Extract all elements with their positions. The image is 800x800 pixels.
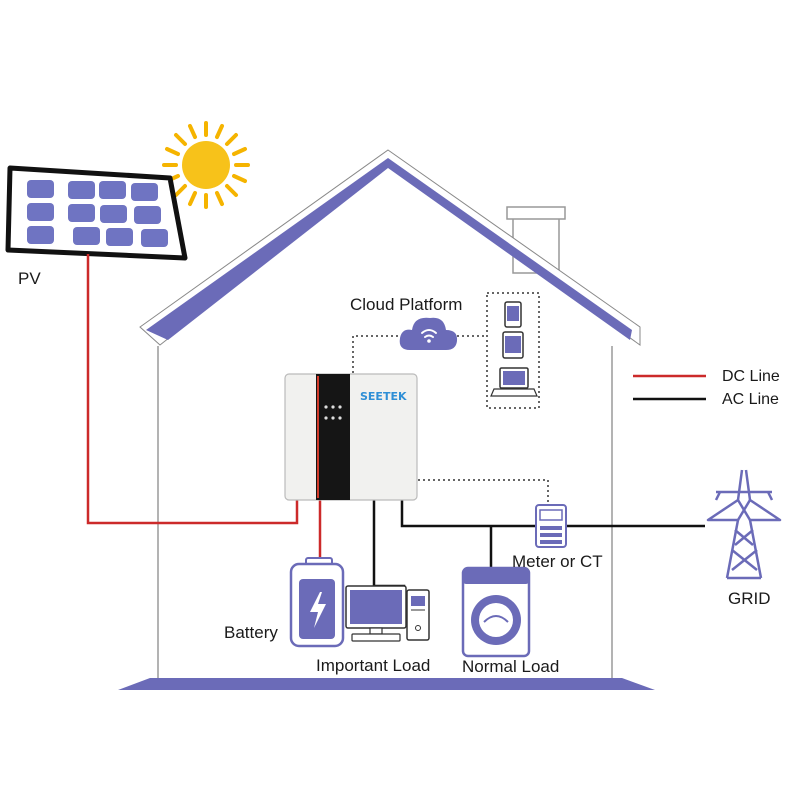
dc-line-label: DC Line (722, 368, 780, 385)
washing-machine-icon (461, 566, 531, 658)
battery-icon (289, 557, 345, 648)
phone-icon (504, 301, 522, 328)
dc-lines (86, 254, 322, 560)
sun-icon (162, 121, 250, 209)
laptop-icon (490, 367, 538, 397)
legend: DC Line AC Line (633, 368, 780, 408)
cloud-wifi-icon (399, 317, 458, 350)
computer-icon (345, 585, 430, 642)
chimney (506, 206, 566, 274)
pv-label: PV (18, 269, 41, 288)
brand-logo: SEETEK (360, 390, 407, 403)
comm-lines (352, 292, 549, 505)
tablet-icon (502, 331, 524, 359)
house-walls (157, 346, 613, 678)
battery-label: Battery (224, 623, 278, 642)
grid-label: GRID (728, 589, 771, 608)
meter-label: Meter or CT (512, 552, 603, 571)
normal-load-label: Normal Load (462, 657, 559, 676)
cloud-platform-label: Cloud Platform (350, 295, 462, 314)
important-load-label: Important Load (316, 656, 430, 675)
inverter-icon (284, 373, 418, 501)
solar-panel-icon (5, 165, 188, 261)
meter-icon (535, 504, 567, 548)
roof (139, 149, 641, 346)
floor (118, 678, 655, 690)
ac-line-label: AC Line (722, 391, 779, 408)
pylon-icon (706, 469, 782, 580)
